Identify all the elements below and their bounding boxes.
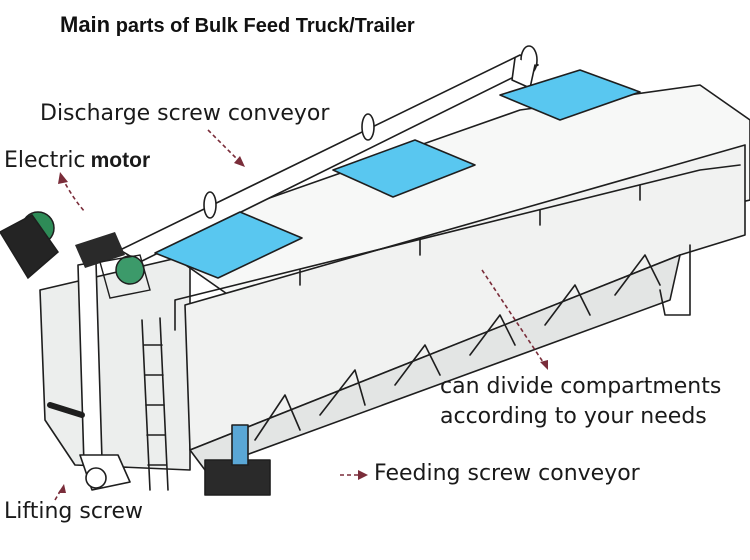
label-compartments: can divide compartments according to you… (440, 372, 721, 432)
title-main: Main (60, 12, 111, 37)
lifting-arrow (54, 487, 63, 501)
lifting-pipe-outlet (85, 467, 107, 489)
label-electric: Electric (4, 148, 86, 173)
compartment-arrowhead (540, 360, 548, 370)
title-rest: parts of Bulk Feed Truck/Trailer (115, 15, 415, 37)
feeding-motor-unit (204, 459, 271, 496)
label-compartments-line2: according to your needs (440, 404, 707, 429)
label-discharge-screw-conveyor: Discharge screw conveyor (40, 101, 330, 126)
compartment-arrow (481, 269, 546, 366)
motor-arrowhead (58, 172, 68, 184)
lid-1 (154, 211, 303, 279)
discharge-elbow (511, 57, 536, 89)
label-lifting-screw: Lifting screw (4, 499, 144, 524)
discharge-arrowhead (234, 156, 245, 167)
electric-motor (0, 211, 151, 299)
feeding-arrowhead (358, 470, 368, 480)
tank-rear-end (39, 254, 191, 471)
hopper-v4 (469, 314, 516, 356)
feeding-motor-cylinder (231, 424, 249, 466)
label-electric-motor: Electric motor (4, 148, 150, 173)
label-compartments-line1: can divide compartments (440, 374, 722, 399)
tank-side (184, 144, 746, 451)
top-rail (174, 164, 741, 331)
discharge-arrow (207, 129, 241, 163)
front-support (659, 244, 691, 316)
ladder-rail-right (159, 317, 169, 491)
hopper-v2 (319, 369, 366, 416)
lid-3 (499, 69, 641, 121)
side-pipe (47, 402, 85, 418)
pipe-flange-2 (361, 113, 375, 141)
diagram-title: Main parts of Bulk Feed Truck/Trailer (60, 12, 415, 38)
hopper-v1 (254, 394, 301, 441)
hopper-v3 (394, 344, 441, 386)
hopper-v6 (614, 254, 661, 296)
lifting-arrowhead (58, 484, 66, 493)
motor-arrow (61, 177, 86, 213)
lid-2 (332, 139, 476, 198)
label-motor: motor (90, 149, 151, 172)
hopper-v5 (544, 284, 591, 326)
label-feeding-screw-conveyor: Feeding screw conveyor (374, 461, 640, 486)
pipe-flange-1 (203, 191, 217, 219)
